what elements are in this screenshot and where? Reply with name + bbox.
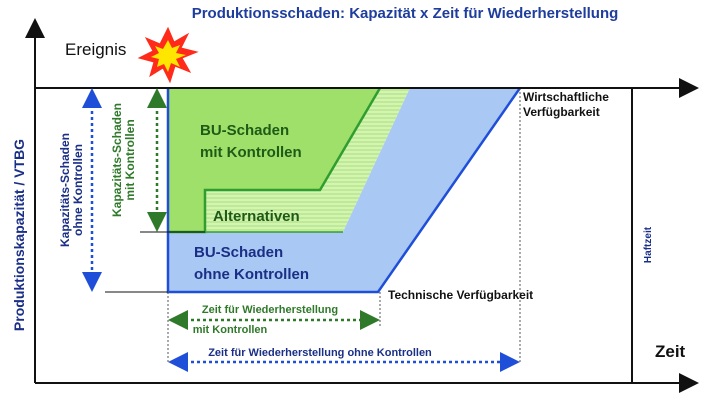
technical-availability-label: Technische Verfügbarkeit xyxy=(388,288,533,302)
without-controls-capacity-line xyxy=(166,87,522,294)
event-label: Ereignis xyxy=(65,40,126,59)
liability-time-label: Haftzeit xyxy=(643,226,654,263)
restore-time-with-label-line1: Zeit für Wiederherstellung xyxy=(202,304,338,316)
y-axis-label: Produktionskapazität / VTBG xyxy=(11,139,27,331)
restore-time-with-label-line2: mit Kontrollen xyxy=(193,324,268,336)
region-bu-with-controls xyxy=(168,88,380,232)
economic-availability-label-line2: Verfügbarkeit xyxy=(523,105,600,119)
bu-without-controls-label-line1: BU-Schaden xyxy=(194,244,283,261)
x-axis-label: Zeit xyxy=(655,342,686,361)
alternatives-label: Alternativen xyxy=(213,208,300,225)
diagram-title: Produktionsschaden: Kapazität x Zeit für… xyxy=(192,5,619,22)
region-bu-without-controls xyxy=(168,88,520,292)
bu-without-controls-label-line2: ohne Kontrollen xyxy=(194,266,309,283)
region-alternatives xyxy=(205,88,410,232)
bu-with-controls-label-line2: mit Kontrollen xyxy=(200,144,302,161)
bu-with-controls-label-line1: BU-Schaden xyxy=(200,122,289,139)
explosion-icon xyxy=(137,26,199,84)
capacity-loss-with-label-line2: mit Kontrollen xyxy=(123,119,137,200)
capacity-loss-without-label-line2: ohne Kontrollen xyxy=(71,144,85,236)
economic-availability-label-line1: Wirtschaftliche xyxy=(523,90,609,104)
capacity-loss-without-label-line1: Kapazitäts-Schaden xyxy=(58,133,72,247)
capacity-loss-with-label-line1: Kapazitäts-Schaden xyxy=(110,103,124,217)
restore-time-without-label: Zeit für Wiederherstellung ohne Kontroll… xyxy=(208,347,432,359)
